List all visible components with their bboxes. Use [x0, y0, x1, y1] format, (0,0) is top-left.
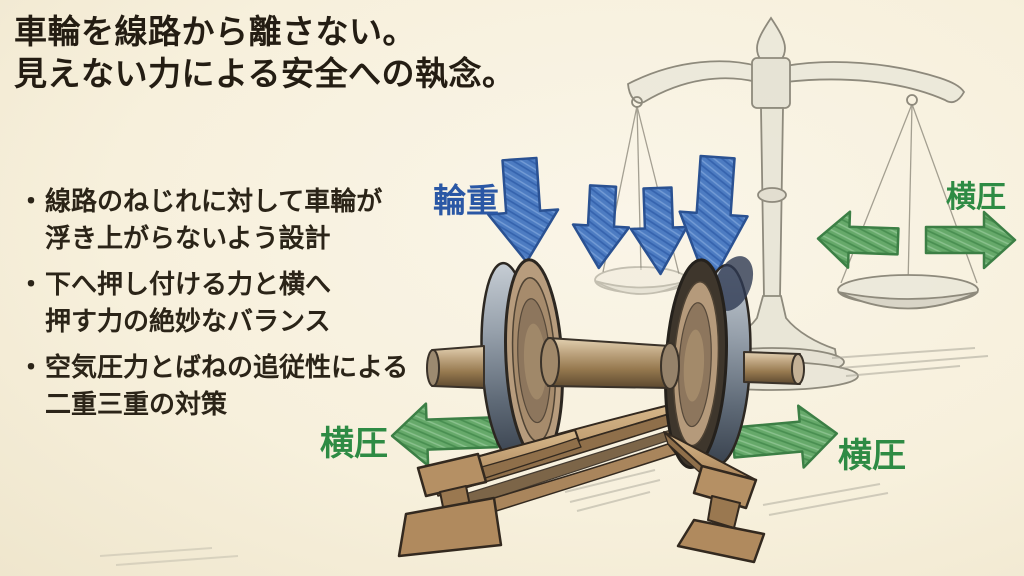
scale-beam-right [784, 61, 966, 104]
page-title: 車輪を線路から離さない。 見えない力による安全への執念。 [14, 11, 516, 95]
bullet-line: ・下へ押し付ける力と横へ [18, 266, 428, 303]
list-item: ・空気圧力とばねの追従性による 二重三重の対策 [18, 349, 428, 423]
down-arrow-icon [678, 154, 749, 290]
bullet-text-continued: 浮き上がらないよう設計 [45, 223, 331, 253]
axle [426, 337, 805, 390]
left-hub-boss [540, 337, 560, 387]
right-hub-boss [660, 342, 680, 390]
scale-beam-left [627, 60, 758, 104]
right-wheel-disc [683, 329, 705, 402]
scale-beam-cap [751, 57, 791, 109]
list-item: ・下へ押し付ける力と横へ 押す力の絶妙なバランス [18, 266, 428, 340]
right-rail-foot-profile [676, 518, 766, 564]
title-line-2: 見えない力による安全への執念。 [14, 55, 516, 92]
shadow-hatch [99, 347, 989, 566]
down-arrow-icon [571, 184, 631, 270]
left-rail-head-profile [416, 452, 488, 498]
bullet-marker: ・ [18, 352, 45, 382]
lateral-force-arrows [390, 210, 1017, 469]
right-rail-head-profile [692, 464, 758, 510]
bullet-text-continued: 押す力の絶妙なバランス [45, 306, 331, 336]
down-arrow-icon [629, 186, 689, 276]
wheel-load-arrows [486, 154, 749, 290]
twisted-rail-left-end [397, 429, 582, 558]
twisted-rail-right [663, 431, 766, 564]
right-arrow-icon [924, 210, 1017, 270]
bullet-list: ・線路のねじれに対して車輪が 浮き上がらないよう設計 ・下へ押し付ける力と横へ … [18, 183, 428, 432]
bullet-line: ・空気圧力とばねの追従性による [18, 349, 428, 386]
scale-column [760, 107, 784, 299]
axle-center [547, 337, 671, 389]
lateral-force-label-bottom-left: 横圧 [320, 425, 388, 463]
bullet-line: ・線路のねじれに対して車輪が [18, 183, 428, 220]
lateral-force-label-bottom-right: 横圧 [838, 437, 906, 475]
right-arrow-icon [730, 404, 839, 469]
title-line-1: 車輪を線路から離さない。 [14, 13, 416, 50]
scale-hook-right [906, 94, 918, 106]
wheel-load-label: 輪重 [433, 182, 499, 219]
bullet-text: 空気圧力とばねの追従性による [45, 352, 409, 382]
right-wheel [664, 256, 754, 470]
bullet-text-continued: 二重三重の対策 [45, 389, 228, 419]
left-rail-foot-profile [397, 496, 503, 558]
scale-pan-left [594, 266, 688, 295]
left-wheel-disc [523, 323, 547, 400]
axle-right-cap [791, 353, 805, 385]
lateral-force-label-top-right: 横圧 [946, 181, 1006, 214]
scale-pan-right [837, 274, 979, 310]
scale-column-ring [757, 187, 787, 203]
bullet-text: 下へ押し付ける力と横へ [45, 269, 332, 299]
left-arrow-icon [816, 210, 900, 269]
down-arrow-icon [486, 156, 560, 264]
bullet-marker: ・ [18, 269, 45, 299]
list-item: ・線路のねじれに対して車輪が 浮き上がらないよう設計 [18, 183, 428, 257]
bullet-marker: ・ [18, 186, 45, 216]
bullet-text: 線路のねじれに対して車輪が [45, 186, 383, 216]
axle-left-cap [426, 349, 440, 387]
